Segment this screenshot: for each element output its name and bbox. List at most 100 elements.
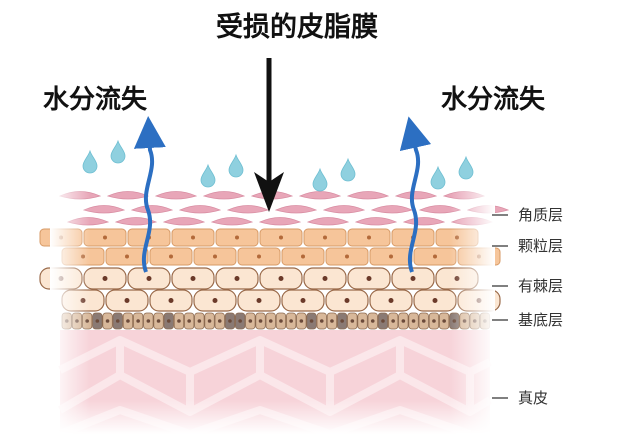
spinous-nucleus xyxy=(168,298,174,303)
label-spinous: 有棘层 xyxy=(518,277,563,295)
label-dermis: 真皮 xyxy=(518,389,548,407)
label-stratum-corneum: 角质层 xyxy=(518,206,563,224)
basal-nucleus xyxy=(340,319,344,323)
granular-nucleus xyxy=(323,235,327,240)
bottom-fade xyxy=(0,400,495,434)
spinous-nucleus xyxy=(190,276,196,281)
spinous-nucleus xyxy=(388,298,394,303)
stratum-corneum-layer xyxy=(58,191,510,226)
granular-nucleus xyxy=(389,254,393,259)
basal-nucleus xyxy=(299,319,304,323)
corneum-cell xyxy=(402,217,446,226)
water-drop-icon xyxy=(228,153,244,178)
basal-nucleus xyxy=(401,319,406,323)
basal-nucleus xyxy=(370,319,375,323)
spinous-nucleus xyxy=(300,298,306,303)
spinous-nucleus xyxy=(146,276,152,281)
granular-layer xyxy=(39,228,501,266)
corneum-cell xyxy=(274,205,318,214)
basal-nucleus xyxy=(289,319,293,323)
spinous-nucleus xyxy=(102,276,108,281)
corneum-cell xyxy=(306,217,350,226)
basal-nucleus xyxy=(421,319,426,323)
basal-nucleus xyxy=(238,319,242,323)
water-drop-icon xyxy=(340,157,356,182)
basal-nucleus xyxy=(217,319,222,323)
granular-nucleus xyxy=(279,235,283,240)
granular-nucleus xyxy=(235,235,239,240)
corneum-cell xyxy=(162,217,206,226)
corneum-cell xyxy=(106,191,150,200)
basal-layer xyxy=(61,312,491,330)
corneum-cell xyxy=(322,205,366,214)
spinous-nucleus xyxy=(410,276,416,281)
spinous-nucleus xyxy=(124,298,130,303)
basal-nucleus xyxy=(136,319,140,323)
left-fade xyxy=(50,180,90,434)
water-drop-icon xyxy=(110,139,126,164)
water-loss-arrow-right xyxy=(399,116,432,273)
basal-nucleus xyxy=(391,319,395,323)
corneum-cell xyxy=(210,217,254,226)
granular-nucleus xyxy=(125,254,129,259)
basal-nucleus xyxy=(177,319,181,323)
corneum-cell xyxy=(258,217,302,226)
label-basal: 基底层 xyxy=(518,311,563,329)
water-drop-icon xyxy=(312,167,328,192)
basal-nucleus xyxy=(166,319,171,323)
right-fade xyxy=(450,180,495,434)
corneum-cell xyxy=(178,205,222,214)
water-drop-icon xyxy=(430,165,446,190)
corneum-cell xyxy=(154,191,198,200)
basal-nucleus xyxy=(411,319,416,323)
left-water-loss-label: 水分流失 xyxy=(43,85,148,115)
corneum-cell xyxy=(226,205,270,214)
granular-nucleus xyxy=(169,254,173,259)
water-drop-icon xyxy=(200,163,216,188)
spinous-nucleus xyxy=(256,298,262,303)
damage-arrow xyxy=(254,58,284,212)
basal-nucleus xyxy=(350,319,355,323)
spinous-nucleus xyxy=(212,298,218,303)
granular-nucleus xyxy=(213,254,217,259)
basal-nucleus xyxy=(258,319,263,323)
spinous-nucleus xyxy=(432,298,438,303)
basal-nucleus xyxy=(105,319,110,323)
layer-labels: 角质层 颗粒层 有棘层 基底层 真皮 xyxy=(492,206,563,407)
basal-nucleus xyxy=(381,319,385,323)
water-loss-arrow-left xyxy=(133,116,166,273)
right-water-loss-label: 水分流失 xyxy=(441,85,546,115)
granular-nucleus xyxy=(191,235,195,240)
basal-nucleus xyxy=(156,319,161,323)
spinous-nucleus xyxy=(366,276,372,281)
corneum-cell xyxy=(202,191,246,200)
water-droplets xyxy=(82,139,474,192)
basal-nucleus xyxy=(279,319,283,323)
granular-nucleus xyxy=(367,235,371,240)
basal-nucleus xyxy=(442,319,446,323)
water-drop-icon xyxy=(82,149,98,174)
basal-nucleus xyxy=(95,319,100,323)
label-granular: 颗粒层 xyxy=(518,237,563,255)
basal-nucleus xyxy=(309,319,314,323)
granular-nucleus xyxy=(301,254,305,259)
basal-nucleus xyxy=(319,319,324,323)
spinous-nucleus xyxy=(278,276,284,281)
title: 受损的皮脂膜 xyxy=(216,11,378,43)
corneum-cell xyxy=(354,217,398,226)
corneum-cell xyxy=(394,191,438,200)
corneum-cell xyxy=(298,191,342,200)
spinous-nucleus xyxy=(344,298,350,303)
basal-nucleus xyxy=(248,319,253,323)
corneum-cell xyxy=(370,205,414,214)
granular-nucleus xyxy=(345,254,349,259)
spinous-nucleus xyxy=(322,276,328,281)
basal-nucleus xyxy=(197,319,202,323)
basal-nucleus xyxy=(146,319,151,323)
basal-nucleus xyxy=(228,319,232,323)
basal-nucleus xyxy=(207,319,212,323)
basal-nucleus xyxy=(432,319,436,323)
basal-nucleus xyxy=(360,319,365,323)
granular-nucleus xyxy=(257,254,261,259)
